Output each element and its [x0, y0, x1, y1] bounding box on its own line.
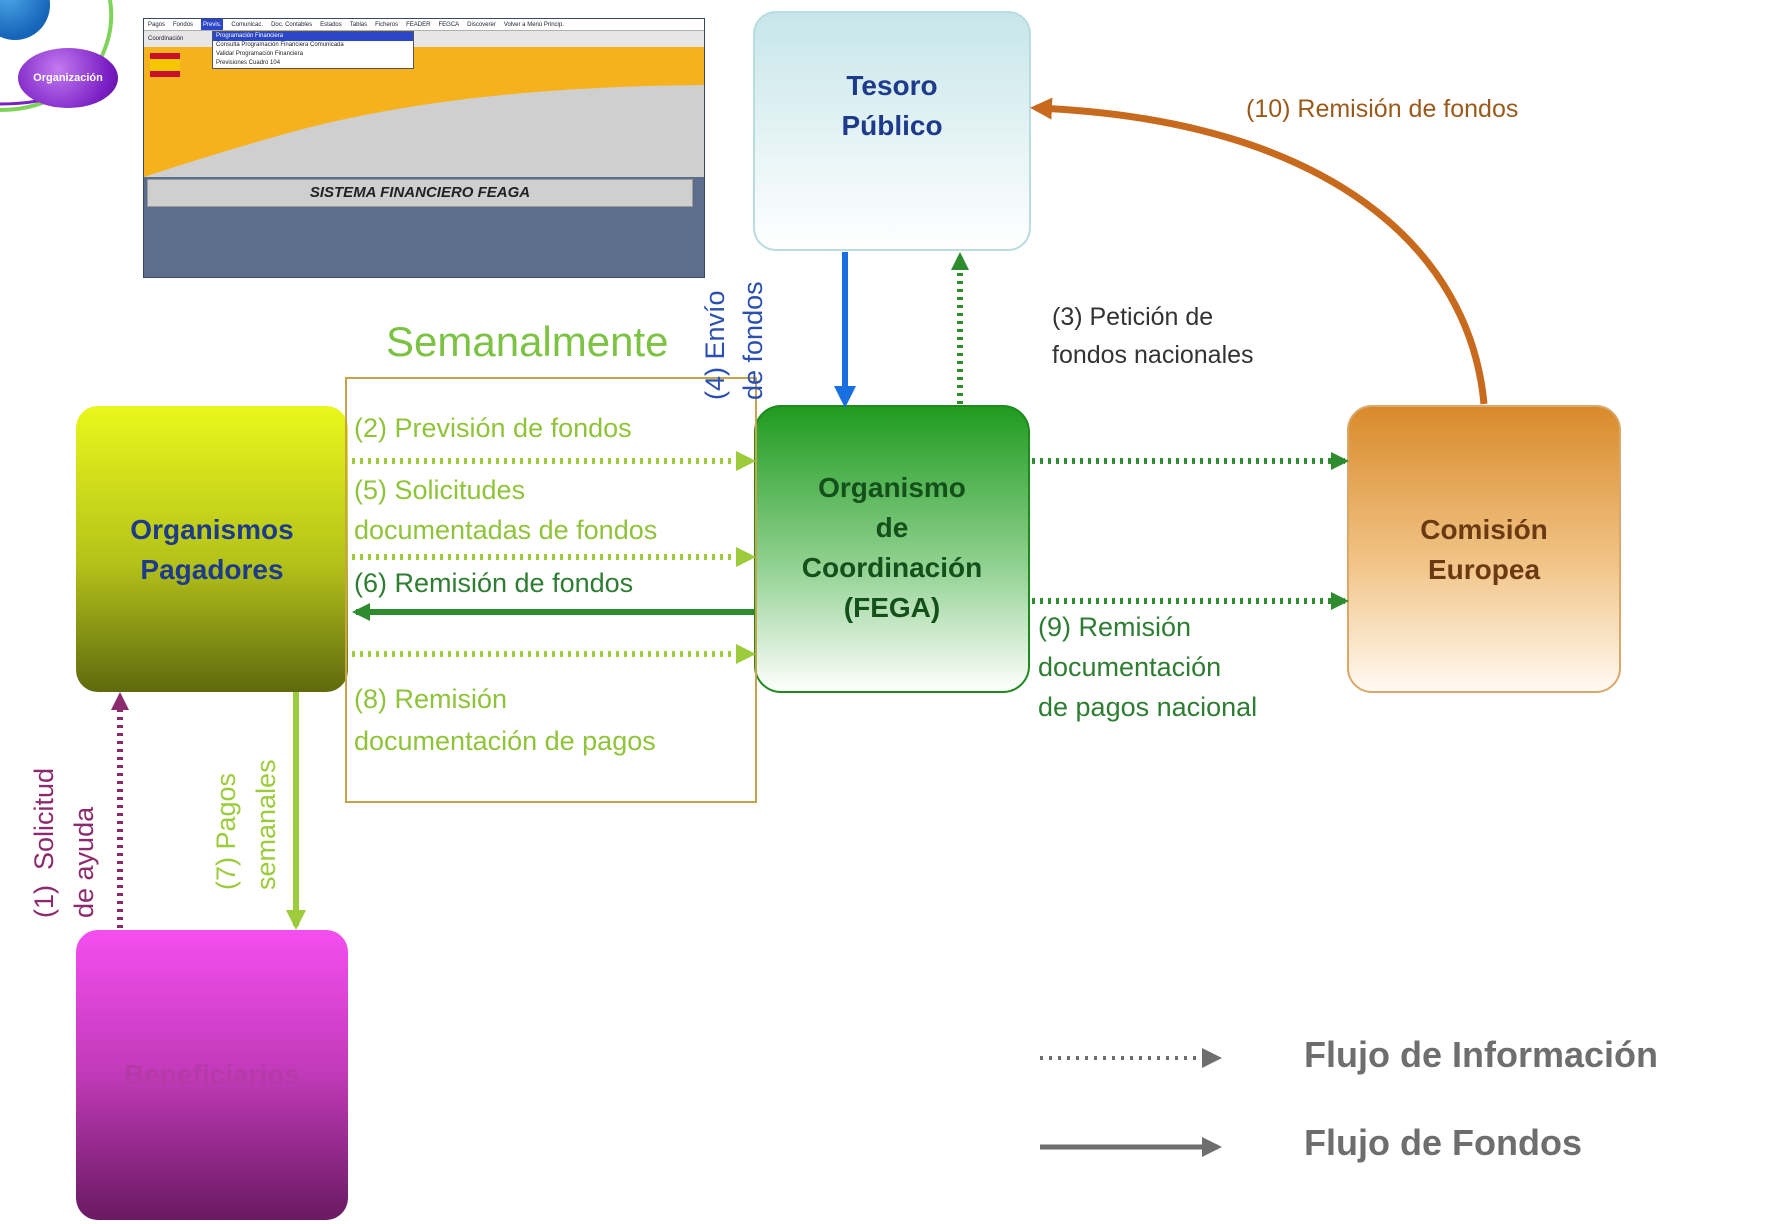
flow-label-f2: (2) Previsión de fondos: [354, 413, 632, 443]
menu-item: Comunicac.: [231, 22, 264, 28]
menu-item: Discoverer: [467, 22, 496, 28]
beneficiarios-label: Beneficiarios: [124, 1059, 300, 1090]
beneficiarios-box: [76, 930, 348, 1220]
flow-label-f6: (6) Remisión de fondos: [354, 568, 634, 598]
menu-item-selected: Previs.: [201, 19, 224, 30]
comision-box: [1347, 405, 1621, 693]
menu-item: Fondos: [173, 22, 194, 28]
app-dropdown-menu: Programación Financiera Consulta Program…: [212, 31, 414, 69]
menu-item: Volver a Menú Princip.: [503, 22, 564, 28]
menu-item: FEADER: [406, 22, 431, 28]
comision-label: Comisión Europea: [1420, 514, 1548, 585]
weekly-group-frame: [345, 377, 757, 803]
app-menubar: Pagos Fondos Previs. Comunicac. Doc. Con…: [144, 19, 704, 31]
dropdown-item: Validar Programación Financiera: [216, 51, 303, 57]
organismos-label: Organismos Pagadores: [130, 514, 294, 585]
dropdown-item: Previsiones Cuadro 104: [216, 60, 281, 66]
flow-label-f9: (9) Remisión documentación de pagos naci…: [1038, 612, 1258, 722]
nav-badge-organizacion[interactable]: Organización: [18, 48, 118, 108]
fega-label: Organismo de Coordinación (FEGA): [801, 472, 983, 623]
flow-label-f4: (4) Envío de fondos: [700, 281, 768, 400]
menu-item: FEGCA: [438, 22, 460, 28]
flow-label-f3: (3) Petición de fondos nacionales: [1052, 303, 1254, 369]
menu-item: Tablas: [349, 22, 368, 28]
flow-label-f10: (10) Remisión de fondos: [1246, 95, 1519, 123]
legend-funds-label: Flujo de Fondos: [1304, 1122, 1582, 1163]
menu-item: Doc. Contables: [271, 22, 313, 28]
menu-item: Ficheros: [375, 22, 399, 28]
menu-item: Pagos: [148, 22, 166, 28]
flow-label-f1: (1) Solicitud de ayuda: [29, 767, 99, 918]
flow-label-f8: (8) Remisión documentación de pagos: [354, 684, 656, 756]
legend-info-label: Flujo de Información: [1304, 1034, 1659, 1075]
app-title: SISTEMA FINANCIERO FEAGA: [147, 179, 693, 207]
flow-label-f5: (5) Solicitudes documentadas de fondos: [354, 475, 658, 545]
organismos-box: [76, 406, 348, 692]
tesoro-label: Tesoro Público: [841, 70, 943, 141]
dropdown-item: Consulta Programación Financiera Comunic…: [216, 42, 344, 48]
flow-label-f7: (7) Pagos semanales: [211, 759, 281, 890]
dropdown-item: Programación Financiera: [213, 32, 413, 41]
menu-item: Estados: [320, 22, 342, 28]
weekly-label: Semanalmente: [386, 318, 669, 365]
arrow-f10: [1030, 97, 1488, 405]
app-screenshot: Pagos Fondos Previs. Comunicac. Doc. Con…: [143, 18, 705, 278]
tesoro-box: [753, 11, 1031, 251]
